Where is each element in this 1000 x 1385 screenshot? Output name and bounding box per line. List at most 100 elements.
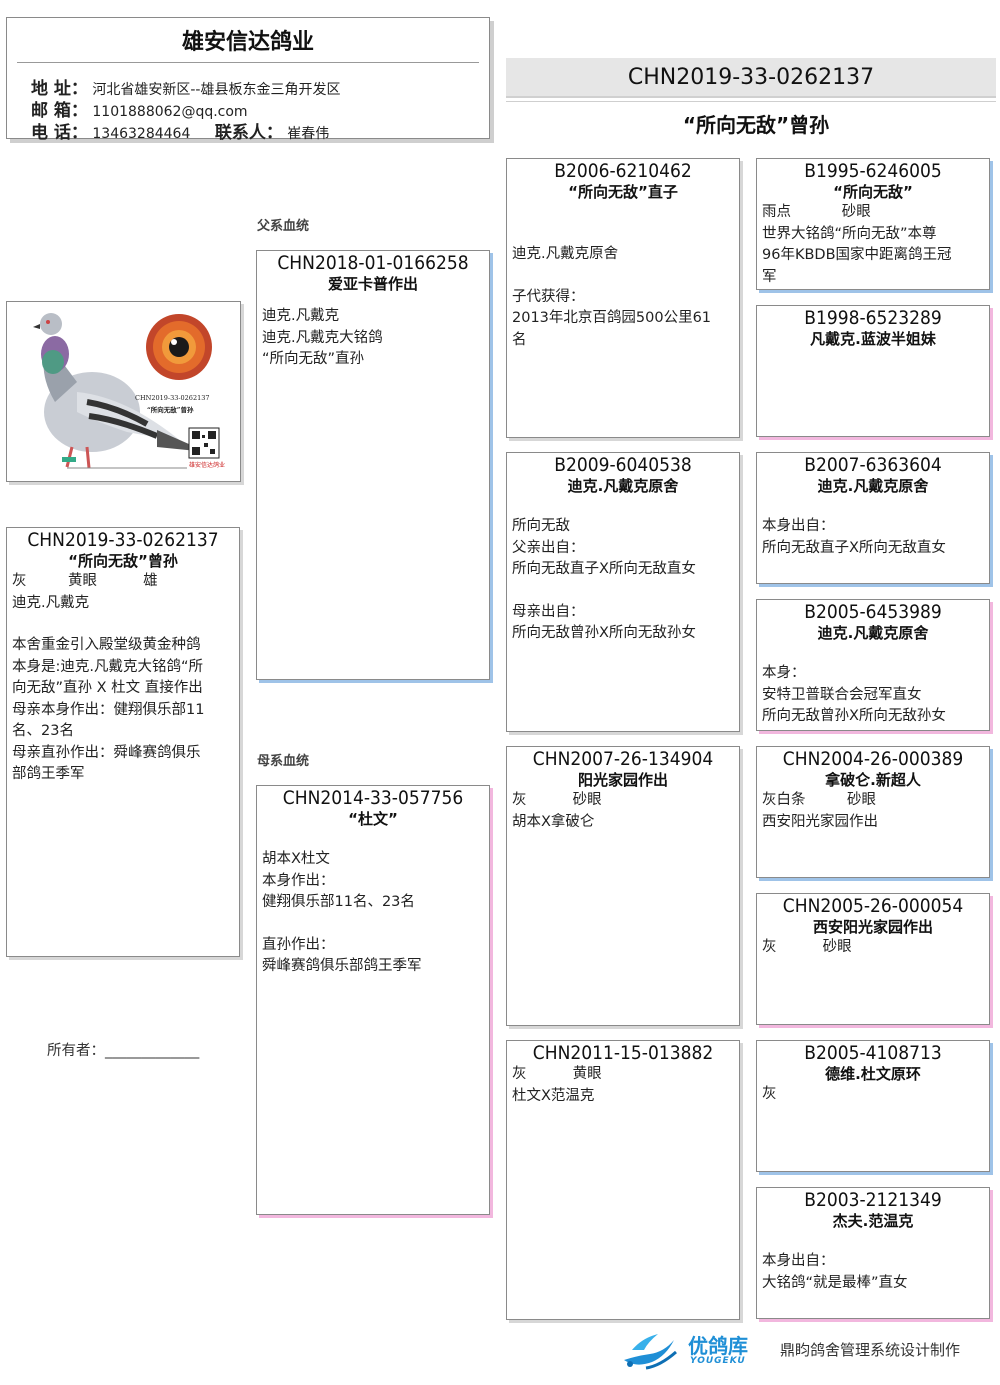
sire-dam-line: 母亲出自： [512,603,585,620]
sire-ring: CHN2018-01-0166258 [277,252,469,274]
subject-line: 灰 黄眼 雄 [12,573,158,589]
dam-line-label: 母系血统 [257,754,310,769]
footer-credit: 鼎盷鸽舍管理系统设计制作 [780,1341,961,1359]
dam-sire-name: 阳光家园作出 [577,771,668,789]
sire-card: CHN2018-01-0166258 爱亚卡普作出 迪克.凡戴克 迪克.凡戴克大… [256,250,490,680]
brand-name: 优鸽库 [688,1334,748,1358]
header-divider [17,62,479,63]
dss-card: CHN2004-26-000389 拿破仑.新超人 灰白条 砂眼 西安阳光家园作… [756,746,990,878]
sss-line: 雨点 砂眼 [762,204,871,220]
sss-line: 世界大铭鸽“所向无敌”本尊 [762,225,937,242]
title-banner: CHN2019-33-0262137 [506,58,996,98]
sdd-name: 迪克.凡戴克原舍 [817,624,929,642]
photo-caption-ring: CHN2019-33-0262137 [135,394,210,402]
sire-sire-line: 2013年北京百鸽园500公里61 [512,310,712,326]
brand-name-en: YOUGEKU [690,1356,746,1366]
sdd-card: B2005-6453989 迪克.凡戴克原舍 本身： 安特卫普联合会冠军直女 所… [756,599,990,731]
dam-dam-ring: CHN2011-15-013882 [532,1042,714,1064]
sire-sire-line: 迪克.凡戴克原舍 [512,246,619,262]
dds-line: 灰 [762,1086,777,1102]
company-name: 雄安信达鸽业 [181,30,314,55]
subject-ring: CHN2019-33-0262137 [27,529,219,551]
subject-card: CHN2019-33-0262137 “所向无敌”曾孙 灰 黄眼 雄 迪克.凡戴… [6,527,240,957]
subject-lines: 灰 黄眼 雄 迪克.凡戴克 本舍重金引入殿堂级黄金种鸽 本身是:迪克.凡戴克大铭… [7,571,239,786]
spacer [507,266,739,287]
subject-line: 母亲直孙作出：舜峰赛鸽俱乐 [12,744,201,761]
sire-dam-line: 所向无敌 [512,518,570,534]
dam-sire-line: 胡本X拿破仑 [512,813,595,830]
phone-row: 电 话： 13463284464 联系人： 崔春伟 [31,118,329,143]
sire-name: 爱亚卡普作出 [327,275,418,293]
ddd-ring: B2003-2121349 [804,1189,942,1211]
address-row: 地 址： 河北省雄安新区--雄县板东金三角开发区 [31,74,340,99]
subject-line: 向无敌”直孙 X 杜文 直接作出 [12,680,203,696]
dds-ring: B2005-4108713 [804,1042,942,1064]
sds-name: 迪克.凡戴克原舍 [817,477,929,495]
phone-value: 13463284464 [92,126,191,142]
spacer [257,294,489,306]
spacer [507,202,739,244]
sire-dam-card: B2009-6040538 迪克.凡戴克原舍 所向无敌 父亲出自： 所向无敌直子… [506,452,740,732]
sss-card: B1995-6246005 “所向无敌” 雨点 砂眼 世界大铭鸽“所向无敌”本尊… [756,158,990,290]
dam-sire-ring: CHN2007-26-134904 [532,748,714,770]
email-row: 邮 箱： 1101888062@qq.com [31,96,248,121]
wave-logo-icon [624,1334,677,1370]
title-divider [506,101,996,102]
sire-dam-line: 所向无敌直子X所向无敌直女 [512,561,696,577]
email-value: 1101888062@qq.com [92,104,248,120]
sds-ring: B2007-6363604 [804,454,942,476]
contact-value: 崔春伟 [287,126,330,142]
dam-line: 健翔俱乐部11名、23名 [262,894,415,910]
sire-sire-card: B2006-6210462 “所向无敌”直子 迪克.凡戴克原舍 子代获得： 20… [506,158,740,438]
subject-line: 部鸽王季军 [12,766,85,782]
subject-line: 本舍重金引入殿堂级黄金种鸽 [12,637,201,653]
dam-ring: CHN2014-33-057756 [282,787,464,809]
address-label: 地 址： [31,79,88,99]
spacer [757,643,989,663]
sire-line: 迪克.凡戴克大铭鸽 [262,329,383,346]
sds-card: B2007-6363604 迪克.凡戴克原舍 本身出自： 所向无敌直子X所向无敌… [756,452,990,584]
title-ring: CHN2019-33-0262137 [627,65,875,90]
dss-line: 灰白条 砂眼 [762,792,876,808]
breeder-info-box: 雄安信达鸽业 地 址： 河北省雄安新区--雄县板东金三角开发区 邮 箱： 110… [6,17,490,143]
sire-sire-line: 子代获得： [512,288,585,305]
subject-line: 本身是:迪克.凡戴克大铭鸽“所 [12,658,204,675]
owner-field[interactable]: 所有者：_____________ [47,1043,200,1059]
dam-sire-line: 灰 砂眼 [512,792,602,808]
ddd-line: 本身出自： [762,1253,835,1269]
dam-line: 胡本X杜文 [262,851,330,867]
ddd-line: 大铭鸽“就是最棒”直女 [762,1274,908,1291]
sire-line: 迪克.凡戴克 [262,308,340,324]
dam-line: 直孙作出： [262,936,335,953]
sss-ring: B1995-6246005 [804,160,942,182]
spacer [257,914,489,935]
sds-line: 所向无敌直子X所向无敌直女 [762,539,946,556]
dam-line: 舜峰赛鸽俱乐部鸽王季军 [262,958,422,974]
subject-name: “所向无敌”曾孙 [68,552,178,570]
ddd-card: B2003-2121349 杰夫.范温克 本身出自： 大铭鸽“就是最棒”直女 [756,1187,990,1319]
sire-dam-line: 所向无敌曾孙X所向无敌孙女 [512,625,696,641]
dss-name: 拿破仑.新超人 [825,771,921,789]
ssd-ring: B1998-6523289 [804,307,942,329]
phone-label: 电 话： [31,123,88,143]
dam-sire-card: CHN2007-26-134904 阳光家园作出 灰 砂眼 胡本X拿破仑 [506,746,740,1026]
spacer [757,496,989,516]
spacer [257,829,489,849]
footer-logo: 优鸽库 YOUGEKU [618,1328,768,1372]
spacer [507,496,739,516]
dam-name: “杜文” [348,810,398,828]
photo-caption-name: “所向无敌”曾孙 [147,406,194,414]
sdd-ring: B2005-6453989 [804,601,942,623]
sss-line: 96年KBDB国家中距离鸽王冠 [762,247,952,263]
contact-label: 联系人： [214,123,283,143]
subject-line-blank [7,614,239,635]
dss-ring: CHN2004-26-000389 [782,748,964,770]
subject-line: 名、23名 [12,723,74,739]
pigeon-photo-card: CHN2019-33-0262137 “所向无敌”曾孙 雄安信达鸽业 [6,301,241,482]
sdd-line: 本身： [762,665,806,681]
sire-sire-name: “所向无敌”直子 [568,183,678,201]
sire-line: “所向无敌”直孙 [262,351,365,367]
dam-line: 本身作出： [262,872,335,889]
pigeon-image [33,313,220,469]
dsd-line: 灰 砂眼 [762,939,852,955]
